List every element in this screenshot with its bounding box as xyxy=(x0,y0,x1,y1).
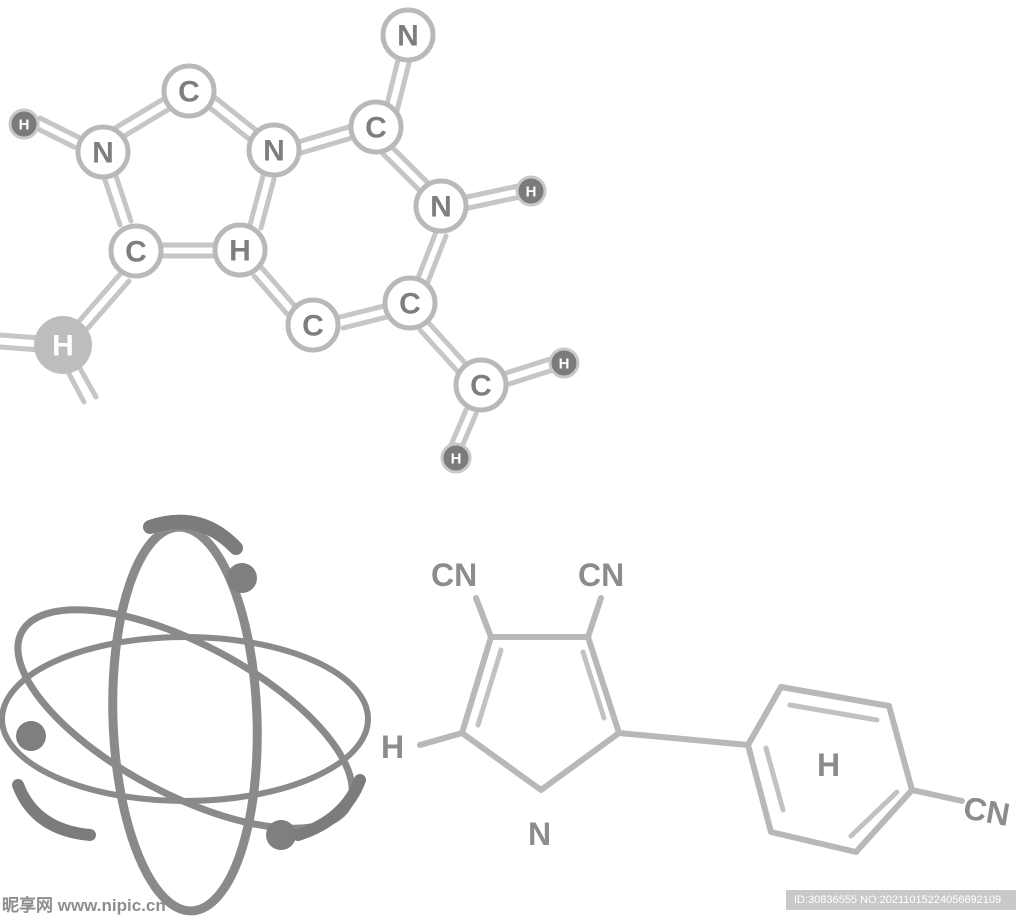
atom-n-left: N xyxy=(75,124,131,180)
atom-label: C xyxy=(399,288,421,321)
atom-n-right: N xyxy=(413,178,469,234)
hydrogen-label: H xyxy=(19,117,30,134)
atom-label: N xyxy=(263,135,285,168)
atom-label: N xyxy=(430,191,452,224)
atom-c-bottom: C xyxy=(285,297,341,353)
atom-n-top: N xyxy=(380,7,436,63)
atom-orbit-icon xyxy=(0,514,371,916)
n-label-bottom: N xyxy=(528,816,551,852)
atom-label: C xyxy=(302,310,324,343)
atom-c-left: C xyxy=(108,223,164,279)
atom-c-upper-right: C xyxy=(348,99,404,155)
h-label-left: H xyxy=(381,729,404,765)
atom-c-tail: C xyxy=(453,357,509,413)
electron-bottom xyxy=(266,820,296,850)
hydrogen-right: H xyxy=(515,175,547,207)
watermark-id-bar: ID:30836555 NO:20211015224056692109 xyxy=(786,890,1016,910)
atom-label: H xyxy=(229,235,251,268)
hydrogen-tail-right: H xyxy=(548,347,580,379)
hydrogen-label: H xyxy=(451,451,462,468)
atom-label: C xyxy=(125,236,147,269)
bottom-molecule: CN CN H N H CN xyxy=(381,557,1013,855)
atom-label: H xyxy=(52,330,74,363)
h-label-benzene: H xyxy=(817,747,840,783)
atom-label: C xyxy=(178,76,200,109)
atom-label: C xyxy=(365,112,387,145)
watermark-id-text: ID:30836555 NO:20211015224056692109 xyxy=(794,894,1002,906)
atom-h-mid: H xyxy=(212,222,268,278)
atom-label: C xyxy=(470,370,492,403)
hydrogen-tail-bottom: H xyxy=(440,442,472,474)
electron-left xyxy=(16,721,46,751)
hydrogen-label: H xyxy=(526,184,537,201)
atom-label: N xyxy=(397,20,419,53)
atom-c-top: C xyxy=(161,63,217,119)
atom-label: N xyxy=(92,137,114,170)
hydrogen-top-left: H xyxy=(8,108,40,140)
cn-label-benzene: CN xyxy=(961,789,1013,832)
atom-n-mid: N xyxy=(246,122,302,178)
cn-label-left: CN xyxy=(431,557,477,593)
electron-top xyxy=(227,563,257,593)
top-molecule-bonds xyxy=(0,49,556,452)
watermark-site-text: 昵享网 www.nipic.cn xyxy=(2,895,166,915)
cn-label-right: CN xyxy=(578,557,624,593)
atom-c-right: C xyxy=(382,275,438,331)
hydrogen-label: H xyxy=(559,356,570,373)
atom-h-big: H xyxy=(34,316,92,374)
